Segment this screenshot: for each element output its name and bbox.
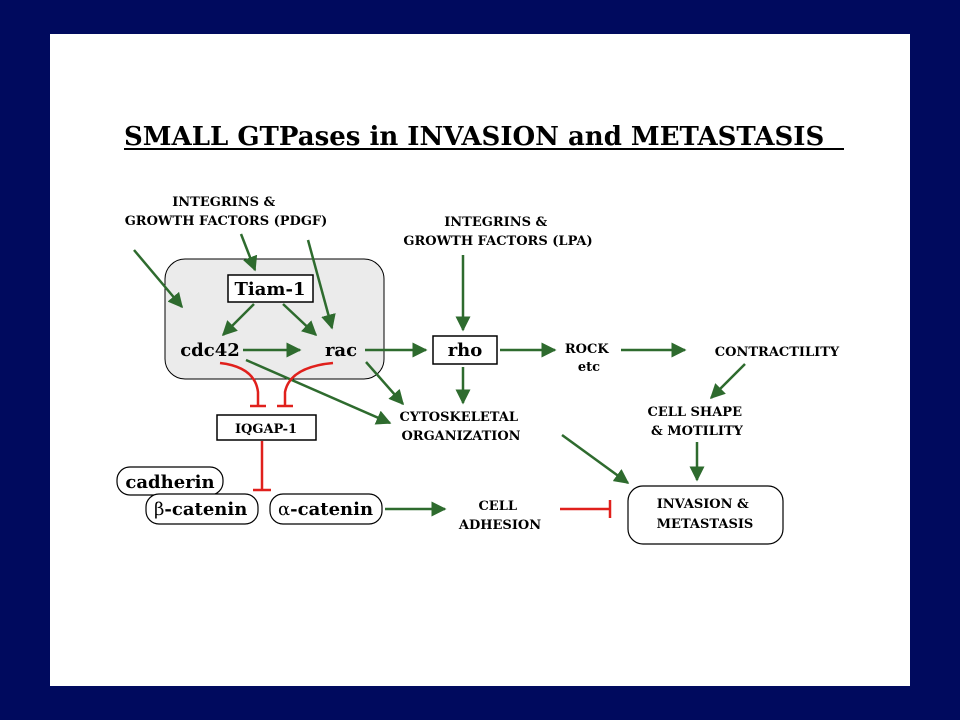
iqgap1-box — [216, 414, 317, 441]
alpha-symbol: α — [278, 499, 290, 520]
rock-label: ROCK etc — [565, 342, 613, 375]
inhibit-cdc42-to-iqgap1 — [219, 361, 260, 406]
beta-symbol: β — [154, 499, 164, 520]
arrow-integrins-to-rac — [306, 239, 336, 330]
pathway-diagram: SMALL GTPases in INVASION and METASTASIS… — [116, 122, 844, 545]
arrow-integrins-to-cdc42 — [133, 249, 183, 309]
contractility-label: CONTRACTILITY — [715, 345, 840, 360]
arrow-cdc42-to-cytoskeletal — [245, 358, 392, 425]
cdc42-label: cdc42 — [180, 340, 240, 361]
invasion-box — [627, 485, 784, 545]
rho-box — [432, 335, 498, 365]
arrow-contractility-to-shape — [709, 363, 746, 400]
beta-catenin-label: β-catenin — [154, 499, 247, 520]
integrins-lpa-label: INTEGRINS & GROWTH FACTORS (LPA) — [403, 215, 592, 249]
slide-title: SMALL GTPases in INVASION and METASTASIS — [124, 122, 824, 152]
arrow-tiam1-to-cdc42 — [221, 303, 255, 337]
integrins-pdgf-label: INTEGRINS & GROWTH FACTORS (PDGF) — [125, 195, 328, 229]
invasion-label: INVASION & METASTASIS — [657, 497, 754, 532]
gtpase-group-box — [164, 258, 385, 380]
cadherin-label: cadherin — [125, 472, 214, 493]
arrow-tiam1-to-rac — [282, 303, 318, 337]
arrow-rac-to-cytoskeletal — [365, 361, 404, 406]
slide: SMALL GTPases in INVASION and METASTASIS… — [50, 34, 910, 686]
cytoskeletal-label: CYTOSKELETAL ORGANIZATION — [400, 410, 523, 444]
rac-label: rac — [325, 340, 357, 361]
arrow-integrins-to-tiam1 — [239, 233, 258, 272]
rho-label: rho — [448, 340, 483, 361]
cell-adhesion-label: CELL ADHESION — [458, 499, 541, 533]
tiam1-label: Tiam-1 — [235, 279, 306, 300]
beta-catenin-box — [145, 493, 259, 525]
tiam1-box — [227, 274, 314, 303]
arrow-cytoskeletal-to-invasion — [561, 433, 630, 485]
alpha-catenin-box — [269, 493, 383, 525]
iqgap1-label: IQGAP-1 — [235, 422, 297, 437]
cell-shape-label: CELL SHAPE & MOTILITY — [647, 405, 746, 439]
alpha-catenin-label: α-catenin — [278, 499, 373, 520]
inhibit-rac-to-iqgap1 — [283, 361, 334, 406]
